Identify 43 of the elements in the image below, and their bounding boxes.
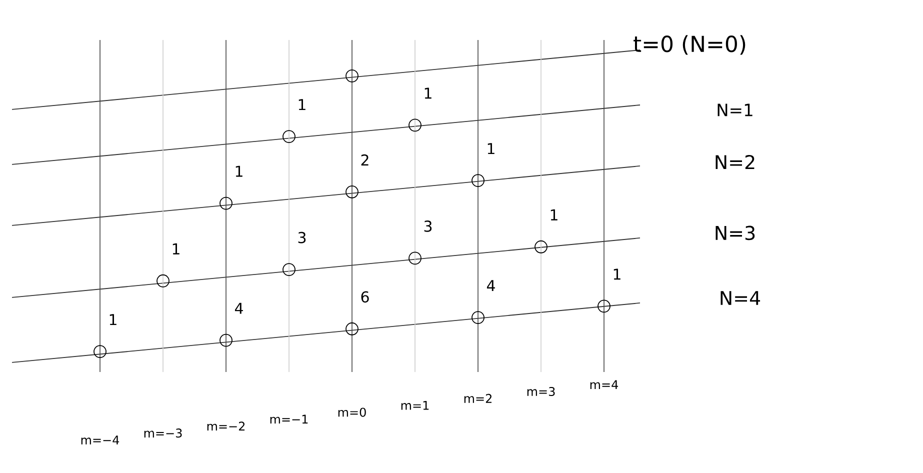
lattice-point bbox=[282, 130, 296, 144]
lattice-point bbox=[472, 311, 484, 324]
row-label: N=4 bbox=[720, 291, 760, 305]
row-label: N=1 bbox=[718, 104, 752, 116]
column-label: m=1 bbox=[401, 401, 429, 410]
column-label: m=−2 bbox=[207, 422, 245, 431]
column-label: m=−4 bbox=[81, 436, 120, 444]
lattice-point bbox=[472, 174, 484, 188]
count-label: 6 bbox=[361, 291, 369, 303]
count-label: 3 bbox=[298, 232, 306, 244]
count-label: 4 bbox=[234, 302, 243, 314]
lattice-point bbox=[346, 185, 358, 198]
lattice-point bbox=[534, 240, 548, 254]
lattice-point bbox=[94, 345, 106, 358]
row-label: N=3 bbox=[716, 226, 755, 240]
count-label: 1 bbox=[614, 268, 620, 280]
lattice-point bbox=[346, 69, 358, 82]
lattice-point bbox=[220, 196, 232, 210]
count-label: 1 bbox=[298, 99, 306, 110]
column-label: m=3 bbox=[527, 386, 555, 396]
count-label: 1 bbox=[424, 88, 432, 99]
lattice-point bbox=[408, 118, 422, 132]
column-label: m=−1 bbox=[270, 414, 308, 424]
row-label: t=0 (N=0) bbox=[634, 35, 746, 55]
lattice-point bbox=[282, 263, 296, 276]
lattice-point bbox=[598, 300, 610, 313]
column-label: m=4 bbox=[590, 380, 618, 389]
column-label: m=−3 bbox=[144, 428, 182, 438]
count-label: 2 bbox=[361, 154, 368, 166]
lattice-point bbox=[408, 252, 422, 265]
count-label: 1 bbox=[110, 314, 116, 326]
lattice-point bbox=[156, 274, 170, 288]
lattice-point bbox=[220, 334, 232, 347]
count-label: 1 bbox=[550, 209, 558, 220]
column-label: m=2 bbox=[464, 394, 492, 403]
count-label: 4 bbox=[486, 280, 495, 292]
count-label: 3 bbox=[424, 220, 432, 232]
count-label: 1 bbox=[488, 143, 494, 154]
row-label: N=2 bbox=[716, 154, 754, 170]
column-label: m=0 bbox=[338, 408, 366, 417]
count-label: 1 bbox=[172, 243, 180, 254]
lattice-point bbox=[346, 322, 358, 336]
count-label: 1 bbox=[236, 166, 242, 177]
